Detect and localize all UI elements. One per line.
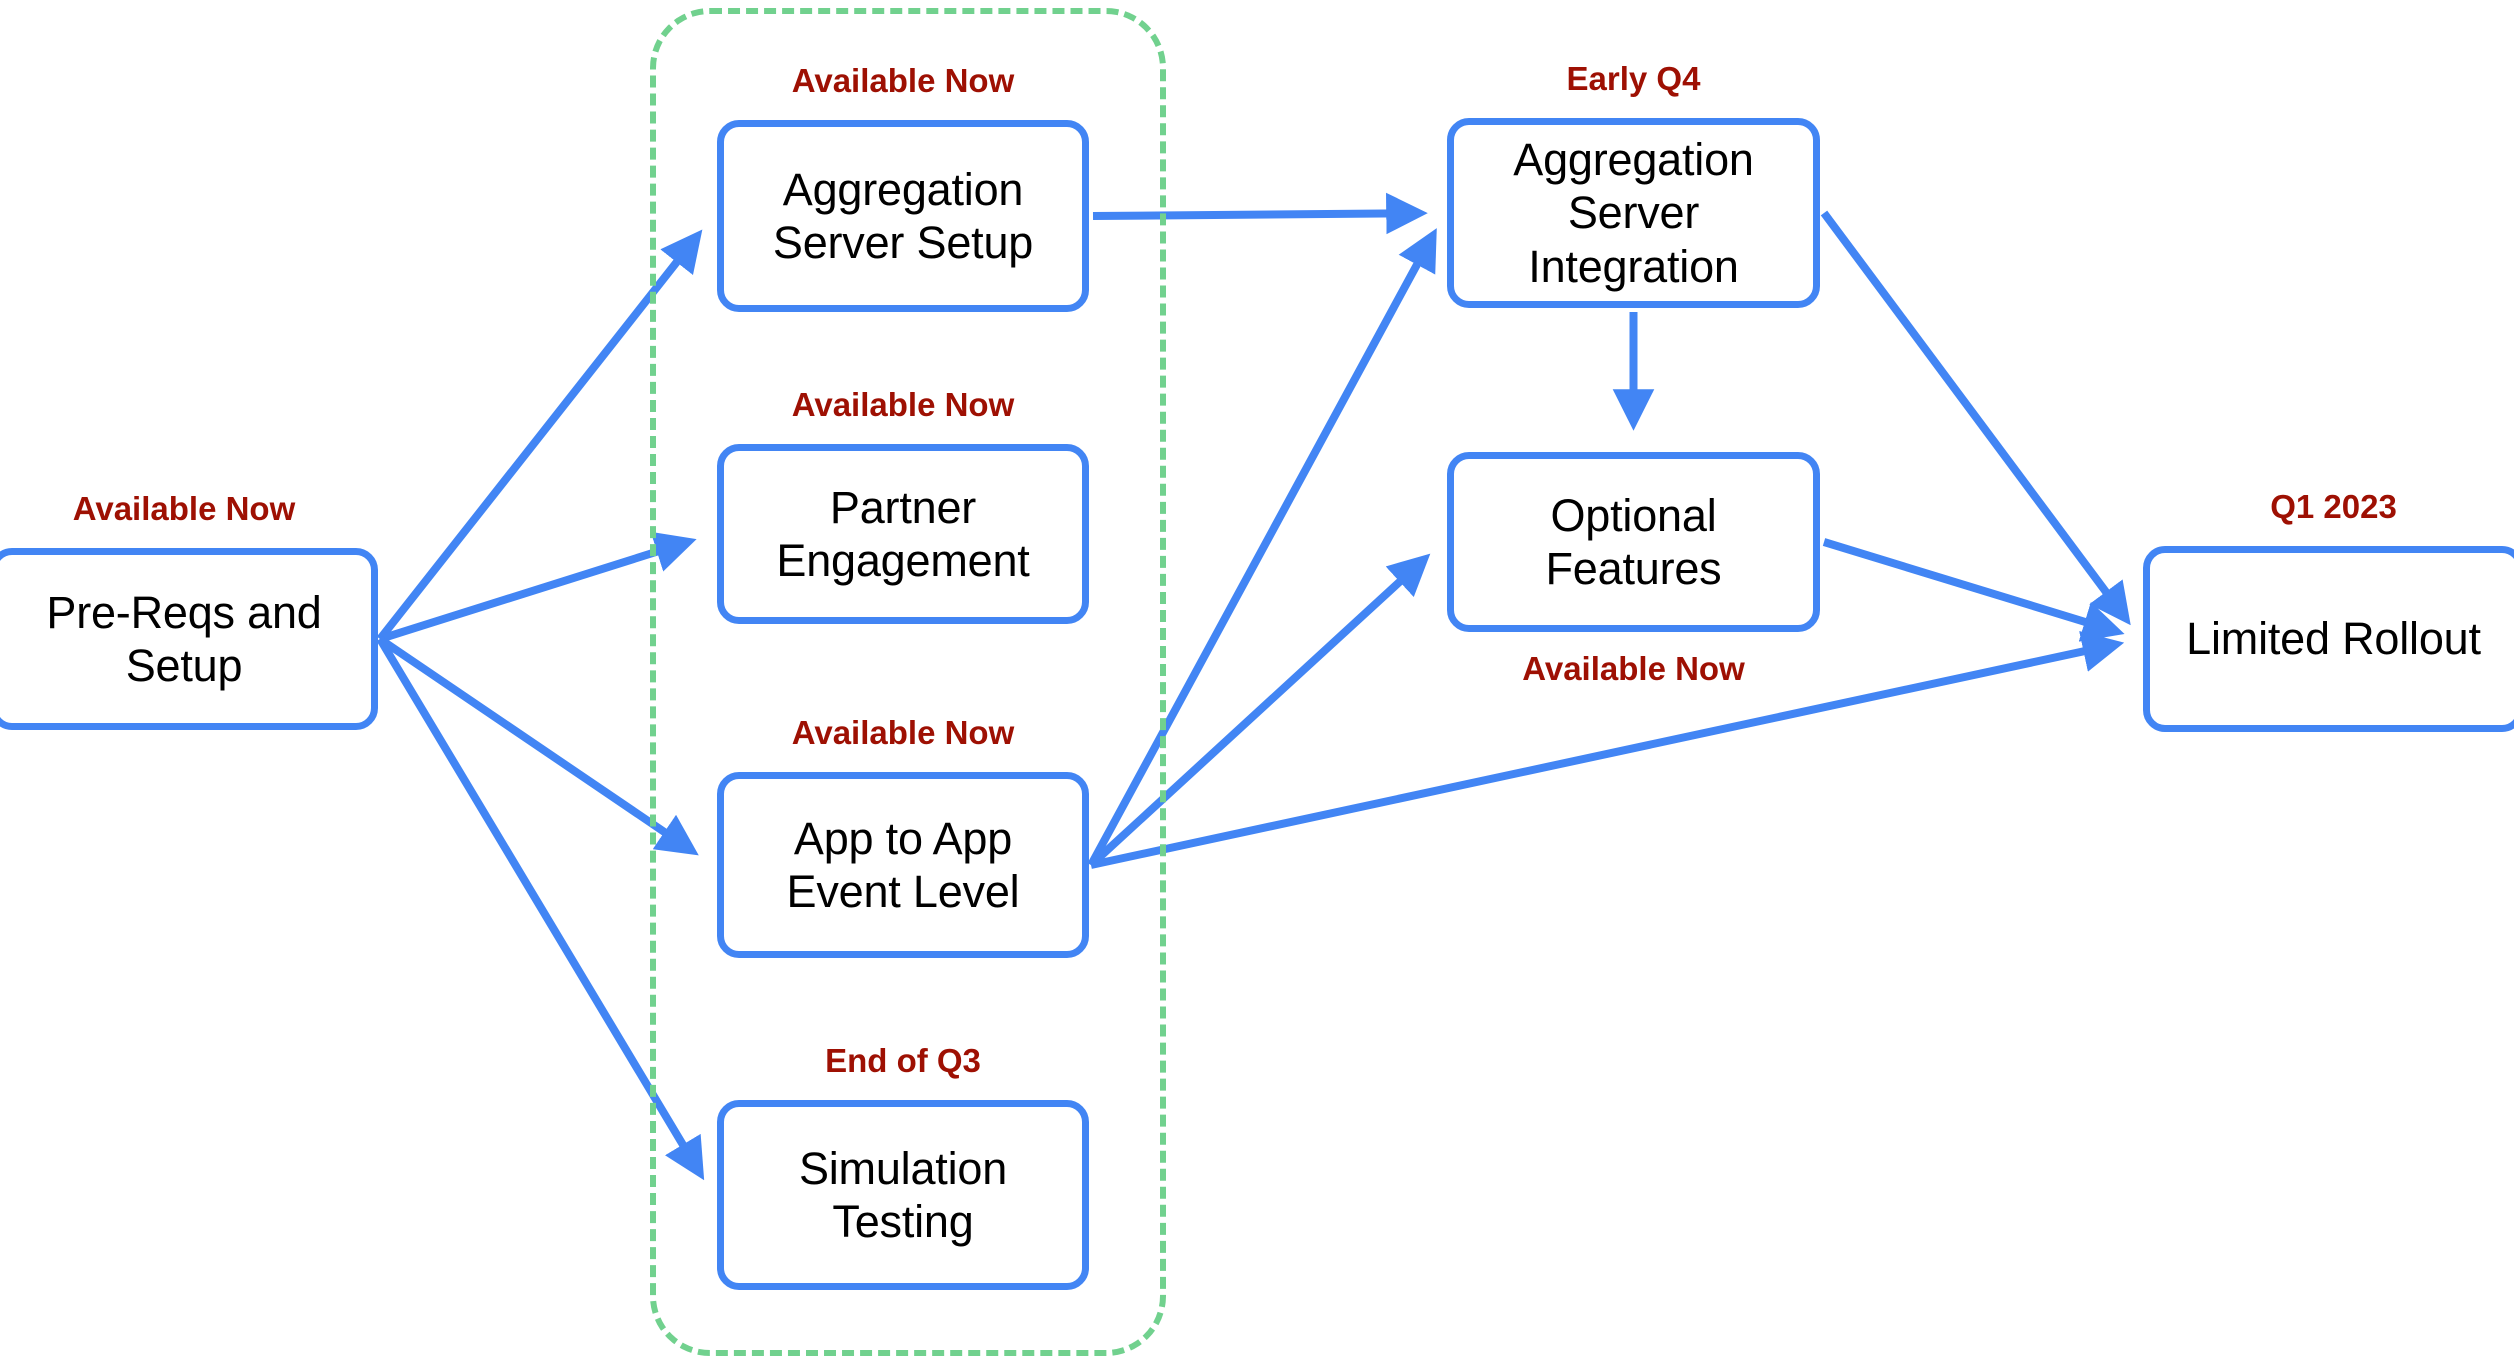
edge-pre-reqs-to-aggregation-setup	[376, 229, 703, 642]
node-label-pre-reqs: Pre-Reqs and Setup	[46, 586, 322, 691]
status-tag-limited-rollout: Q1 2023	[2270, 488, 2397, 525]
node-label-partner-engagement: Partner Engagement	[776, 481, 1030, 586]
node-partner-engagement[interactable]: Partner Engagement	[717, 444, 1089, 624]
edge-aggregation-setup-to-aggregation-integration	[1092, 192, 1428, 235]
node-label-simulation-testing: Simulation Testing	[798, 1142, 1008, 1247]
status-tag-pre-reqs: Available Now	[72, 490, 296, 527]
edge-pre-reqs-to-simulation-testing	[376, 636, 705, 1181]
status-tag-optional-features: Available Now	[1522, 650, 1745, 687]
node-label-aggregation-setup: Aggregation Server Setup	[772, 163, 1034, 268]
status-tag-aggregation-setup: Available Now	[791, 62, 1015, 99]
edge-aggregation-integration-to-limited-rollout	[1820, 210, 2131, 626]
available-now-group-outline	[650, 8, 1166, 1356]
node-pre-reqs[interactable]: Pre-Reqs and Setup	[0, 548, 378, 730]
status-tag-aggregation-integration: Early Q4	[1566, 60, 1701, 97]
node-app-to-app[interactable]: App to App Event Level	[717, 772, 1089, 958]
status-tag-simulation-testing: End of Q3	[825, 1042, 981, 1079]
node-simulation-testing[interactable]: Simulation Testing	[717, 1100, 1089, 1290]
edge-app-to-app-to-aggregation-integration	[1087, 228, 1437, 867]
edge-app-to-app-to-optional-features	[1088, 553, 1431, 868]
status-tag-partner-engagement: Available Now	[791, 386, 1015, 423]
edge-app-to-app-to-limited-rollout	[1090, 631, 2125, 869]
node-label-aggregation-integration: Aggregation Server Integration	[1513, 134, 1754, 292]
node-optional-features[interactable]: Optional Features	[1447, 452, 1820, 632]
node-aggregation-setup[interactable]: Aggregation Server Setup	[717, 120, 1089, 312]
node-label-app-to-app: App to App Event Level	[786, 812, 1020, 917]
node-label-optional-features: Optional Features	[1545, 489, 1722, 594]
node-aggregation-integration[interactable]: Aggregation Server Integration	[1447, 118, 1820, 308]
edge-pre-reqs-to-partner-engagement	[378, 531, 697, 643]
edge-pre-reqs-to-app-to-app	[377, 635, 699, 856]
node-label-limited-rollout: Limited Rollout	[2186, 613, 2481, 665]
edge-optional-features-to-limited-rollout	[1822, 538, 2125, 642]
status-tag-app-to-app: Available Now	[791, 714, 1015, 751]
node-limited-rollout[interactable]: Limited Rollout	[2143, 546, 2514, 732]
